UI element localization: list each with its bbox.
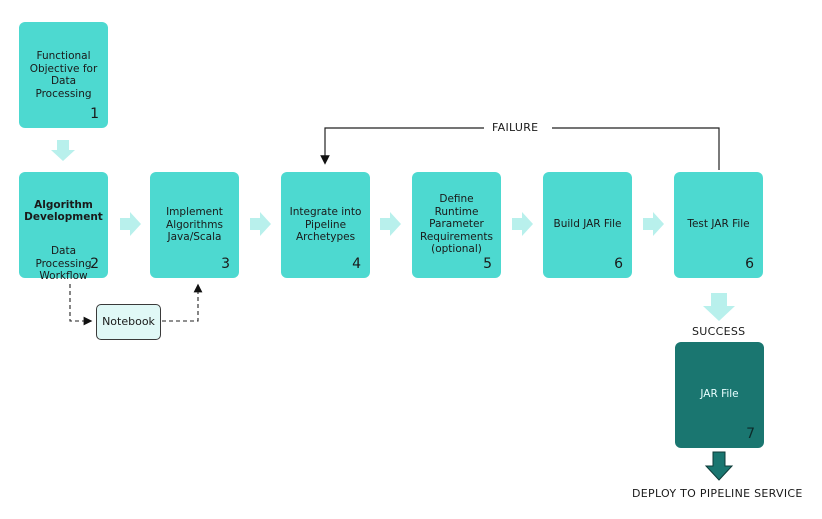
step-2-number: 2 bbox=[90, 256, 99, 272]
arrow-6-to-7 bbox=[643, 212, 664, 236]
step-5-box: Define Runtime Parameter Requirements (o… bbox=[412, 172, 501, 278]
step-6-number: 6 bbox=[614, 256, 623, 272]
step-2-content: Algorithm Development Data Processing Wo… bbox=[19, 186, 108, 295]
failure-loop-line bbox=[552, 127, 720, 170]
step-6-text: Build JAR File bbox=[553, 218, 622, 230]
step-1-box: Functional Objective for Data Processing… bbox=[19, 22, 108, 128]
arrow-5-to-6 bbox=[512, 212, 533, 236]
step-3-box: Implement Algorithms Java/Scala 3 bbox=[150, 172, 239, 278]
arrow-1-to-2 bbox=[51, 140, 75, 161]
step-test-text: Test JAR File bbox=[687, 218, 750, 230]
step-2-title: Algorithm Development bbox=[24, 198, 103, 224]
arrow-3-to-4 bbox=[250, 212, 271, 236]
step-2-text: Data Processing Workflow bbox=[35, 245, 92, 282]
step-5-text: Define Runtime Parameter Requirements (o… bbox=[420, 193, 493, 255]
dashed-to-notebook bbox=[69, 284, 93, 326]
step-4-box: Integrate into Pipeline Archetypes 4 bbox=[281, 172, 370, 278]
step-2-box: Algorithm Development Data Processing Wo… bbox=[19, 172, 108, 282]
step-test-number: 6 bbox=[745, 256, 754, 272]
notebook-box: Notebook bbox=[96, 304, 161, 340]
jar-file-box: JAR File 7 bbox=[675, 342, 764, 448]
step-6-box: Build JAR File 6 bbox=[543, 172, 632, 278]
step-3-text: Implement Algorithms Java/Scala bbox=[166, 206, 223, 243]
step-5-number: 5 bbox=[483, 256, 492, 272]
step-1-text: Functional Objective for Data Processing bbox=[29, 50, 98, 100]
failure-label: FAILURE bbox=[492, 121, 539, 134]
step-4-text: Integrate into Pipeline Archetypes bbox=[289, 206, 362, 243]
jar-file-number: 7 bbox=[746, 426, 755, 442]
step-4-number: 4 bbox=[352, 256, 361, 272]
arrow-4-to-5 bbox=[380, 212, 401, 236]
step-test-box: Test JAR File 6 bbox=[674, 172, 763, 278]
step-3-number: 3 bbox=[221, 256, 230, 272]
failure-loop-line-left bbox=[320, 127, 484, 165]
dashed-from-notebook bbox=[162, 283, 203, 322]
arrow-to-deploy bbox=[704, 451, 734, 481]
success-label: SUCCESS bbox=[692, 325, 746, 338]
jar-file-text: JAR File bbox=[700, 388, 739, 400]
arrow-2-to-3 bbox=[120, 212, 141, 236]
step-1-number: 1 bbox=[90, 106, 99, 122]
arrow-test-to-success bbox=[703, 293, 735, 321]
deploy-label: DEPLOY TO PIPELINE SERVICE bbox=[632, 487, 803, 500]
